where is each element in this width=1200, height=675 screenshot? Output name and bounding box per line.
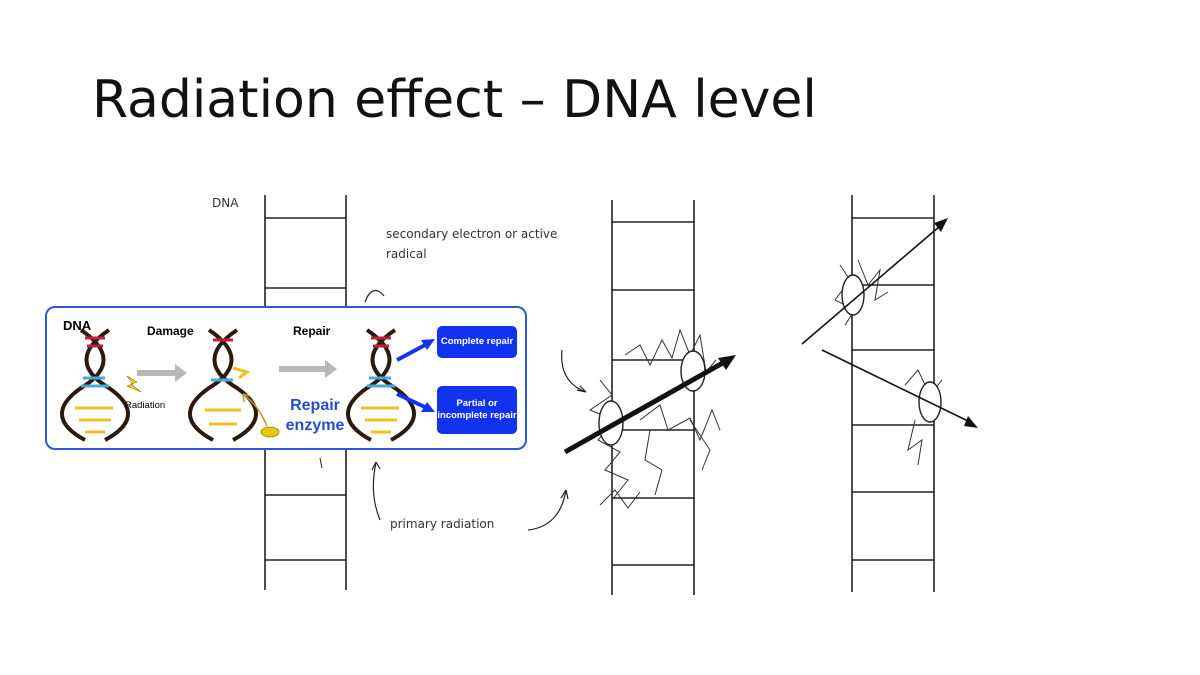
outcome-arrow — [396, 392, 428, 410]
secondary-electron-tracks — [588, 328, 721, 509]
arrow-right-icon — [137, 364, 187, 382]
curved-arrow-icon — [561, 349, 587, 393]
repair-enzyme-line1: Repair — [290, 397, 340, 414]
dna-ladder-indirect-hit — [851, 195, 935, 592]
repair-enzyme-label: Repair enzyme — [285, 396, 345, 436]
repaired-dna-helix-icon — [346, 328, 416, 442]
secondary-electron-label: secondary electron or active — [386, 227, 557, 241]
arrow-head-icon — [421, 402, 435, 412]
curved-arrow-icon — [527, 489, 567, 531]
dna-label: DNA — [212, 196, 239, 210]
primary-radiation-track — [563, 357, 730, 455]
primary-radiation-label: primary radiation — [390, 517, 494, 531]
radiation-track — [801, 225, 941, 345]
slide-title: Radiation effect – DNA level — [92, 70, 817, 130]
outcome-arrow — [396, 342, 428, 362]
inset-repair-label: Repair — [293, 324, 331, 338]
repair-enzyme-line2: enzyme — [285, 417, 345, 434]
ionization-site-icon — [598, 400, 624, 446]
curved-arrow-icon — [364, 290, 385, 303]
dna-ladder-direct-hit — [611, 200, 695, 595]
ionization-site-icon — [841, 274, 865, 316]
damaged-dna-helix-icon — [188, 328, 258, 442]
dna-repair-inset: DNA Damage Repair Radiation Repair enzym… — [45, 306, 527, 450]
complete-repair-box: Complete repair — [437, 326, 517, 358]
arrow-head-icon — [934, 218, 948, 232]
dna-repair-graphics — [60, 328, 435, 442]
repair-enzyme-icon — [260, 426, 280, 438]
inset-dna-label: DNA — [63, 318, 92, 333]
arrow-head-icon — [964, 416, 978, 428]
arrow-head-icon — [421, 339, 435, 350]
inset-damage-label: Damage — [147, 324, 194, 338]
arrow-head-icon — [718, 355, 736, 370]
inset-radiation-label: Radiation — [125, 400, 166, 411]
partial-repair-box: Partial or incomplete repair — [437, 386, 517, 434]
lightning-icon — [126, 375, 142, 393]
dna-helix-icon — [60, 328, 130, 442]
secondary-radical-label: radical — [386, 247, 427, 261]
arrow-right-icon — [279, 360, 337, 378]
curved-arrow-icon — [372, 461, 381, 521]
radiation-track — [821, 349, 971, 423]
